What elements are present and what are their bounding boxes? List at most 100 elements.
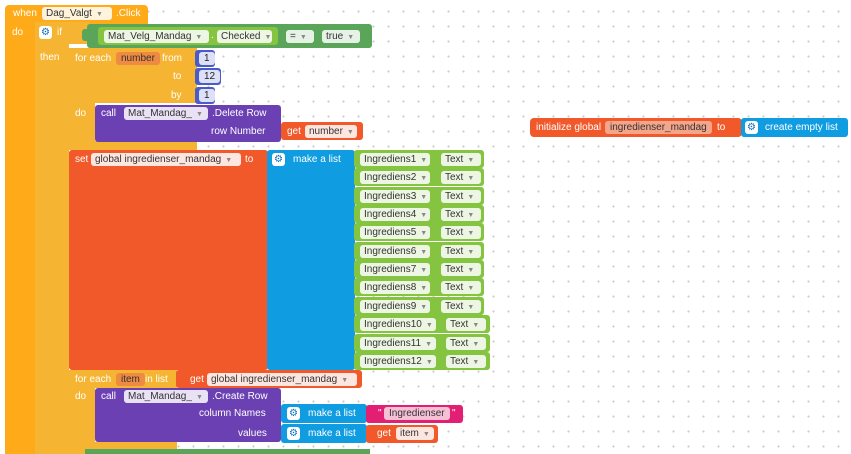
chevron-down-icon: ▼ <box>420 267 428 274</box>
ingredient-property-dropdown[interactable]: Text▼ <box>441 153 481 166</box>
gear-icon[interactable]: ⚙ <box>745 121 758 134</box>
event-block-spine <box>5 22 35 454</box>
variable-dropdown-global-ingredienser[interactable]: global ingredienser_mandag▼ <box>91 153 241 166</box>
number-field-by[interactable]: 1 <box>199 89 215 102</box>
ingredient-component-dropdown[interactable]: Ingrediens9▼ <box>360 300 430 313</box>
chevron-down-icon: ▼ <box>225 157 233 164</box>
values-label: values <box>238 428 267 439</box>
loop-variable-item[interactable]: item <box>116 373 145 386</box>
chevron-down-icon: ▼ <box>467 304 475 311</box>
ingredient-property-dropdown[interactable]: Text▼ <box>441 281 481 294</box>
ingredient-component-dropdown[interactable]: Ingrediens8▼ <box>360 281 430 294</box>
for-list-do-label: do <box>75 391 87 402</box>
ingredient-component-dropdown[interactable]: Ingrediens10▼ <box>360 318 436 331</box>
chevron-down-icon: ▼ <box>420 175 428 182</box>
component-dropdown-dag-valgt[interactable]: Dag_Valgt▼ <box>42 7 112 20</box>
ingredient-component-dropdown[interactable]: Ingrediens3▼ <box>360 190 430 203</box>
chevron-down-icon: ▼ <box>420 249 428 256</box>
ingredient-component-dropdown[interactable]: Ingrediens4▼ <box>360 208 430 221</box>
ingredient-component-dropdown[interactable]: Ingrediens2▼ <box>360 171 430 184</box>
make-a-list-label: make a list <box>308 428 356 439</box>
chevron-down-icon: ▼ <box>425 359 433 366</box>
make-a-list-values-block[interactable] <box>281 424 367 443</box>
chevron-down-icon: ▼ <box>420 194 428 201</box>
ingredient-component-dropdown[interactable]: Ingrediens1▼ <box>360 153 430 166</box>
make-a-list-block[interactable] <box>267 150 355 370</box>
ingredient-property-dropdown[interactable]: Text▼ <box>441 263 481 276</box>
gear-icon[interactable]: ⚙ <box>287 427 300 440</box>
chevron-down-icon: ▼ <box>195 34 203 41</box>
chevron-down-icon: ▼ <box>195 394 203 401</box>
ingredient-property-dropdown[interactable]: Text▼ <box>446 337 486 350</box>
get-label: get <box>287 126 301 137</box>
set-global-block[interactable] <box>69 150 268 370</box>
get-label: get <box>190 374 204 385</box>
chevron-down-icon: ▼ <box>425 322 433 329</box>
quote-open-icon: " <box>378 408 382 419</box>
chevron-down-icon: ▼ <box>341 377 349 384</box>
chevron-down-icon: ▼ <box>299 34 307 41</box>
for-each-label: for each <box>75 53 112 64</box>
gear-icon[interactable]: ⚙ <box>287 407 300 420</box>
global-name-field[interactable]: ingredienser_mandag <box>605 121 712 134</box>
gear-icon[interactable]: ⚙ <box>272 153 285 166</box>
set-to-label: to <box>245 154 254 165</box>
chevron-down-icon: ▼ <box>425 341 433 348</box>
boolean-dropdown-true[interactable]: true▼ <box>322 30 360 43</box>
ingredient-component-dropdown[interactable]: Ingrediens5▼ <box>360 226 430 239</box>
ingredient-component-dropdown[interactable]: Ingrediens7▼ <box>360 263 430 276</box>
chevron-down-icon: ▼ <box>467 194 475 201</box>
component-dropdown-mat-mandag[interactable]: Mat_Mandag_▼ <box>124 107 208 120</box>
make-a-list-label: make a list <box>293 154 341 165</box>
chevron-down-icon: ▼ <box>420 230 428 237</box>
ingredient-property-dropdown[interactable]: Text▼ <box>441 245 481 258</box>
call-label: call <box>101 108 117 119</box>
chevron-down-icon: ▼ <box>346 129 354 136</box>
chevron-down-icon: ▼ <box>467 212 475 219</box>
quote-close-icon: " <box>452 408 456 419</box>
variable-dropdown-item[interactable]: item▼ <box>396 427 434 440</box>
number-field-to[interactable]: 12 <box>199 70 221 83</box>
ingredient-property-dropdown[interactable]: Text▼ <box>446 318 486 331</box>
ingredient-property-dropdown[interactable]: Text▼ <box>441 190 481 203</box>
variable-dropdown-number[interactable]: number▼ <box>305 125 357 138</box>
compare-connector <box>82 29 88 41</box>
make-a-list-columns-block[interactable] <box>281 404 367 423</box>
gear-icon[interactable]: ⚙ <box>39 26 52 39</box>
text-field-ingredienser[interactable]: Ingredienser <box>384 407 450 420</box>
number-field-from[interactable]: 1 <box>199 52 215 65</box>
ingredient-component-dropdown[interactable]: Ingrediens12▼ <box>360 355 436 368</box>
chevron-down-icon: ▼ <box>420 304 428 311</box>
call-label: call <box>101 391 117 402</box>
ingredient-component-dropdown[interactable]: Ingrediens11▼ <box>360 337 436 350</box>
ingredient-property-dropdown[interactable]: Text▼ <box>441 171 481 184</box>
chevron-down-icon: ▼ <box>467 175 475 182</box>
ingredient-property-dropdown[interactable]: Text▼ <box>441 226 481 239</box>
chevron-down-icon: ▼ <box>420 157 428 164</box>
operator-dropdown[interactable]: =▼ <box>286 30 314 43</box>
when-label: when <box>13 8 37 19</box>
chevron-down-icon: ▼ <box>472 322 480 329</box>
chevron-down-icon: ▼ <box>347 34 355 41</box>
chevron-down-icon: ▼ <box>422 431 430 438</box>
chevron-down-icon: ▼ <box>472 341 480 348</box>
component-dropdown-mat-mandag[interactable]: Mat_Mandag_▼ <box>124 390 208 403</box>
dot-separator: . <box>211 30 214 41</box>
create-empty-list-block[interactable] <box>741 118 848 137</box>
create-empty-list-label: create empty list <box>765 122 838 133</box>
event-name-label: .Click <box>116 8 141 19</box>
ingredient-component-dropdown[interactable]: Ingrediens6▼ <box>360 245 430 258</box>
from-label: from <box>162 53 182 64</box>
chevron-down-icon: ▼ <box>264 34 272 41</box>
loop-variable-number[interactable]: number <box>116 52 160 65</box>
ingredient-property-dropdown[interactable]: Text▼ <box>441 208 481 221</box>
column-names-label: column Names <box>199 408 266 419</box>
ingredient-property-dropdown[interactable]: Text▼ <box>446 355 486 368</box>
property-dropdown-checked[interactable]: Checked▼ <box>217 30 272 43</box>
do-label: do <box>12 27 24 38</box>
next-block-edge[interactable] <box>85 449 370 454</box>
component-dropdown-mat-velg-mandag[interactable]: Mat_Velg_Mandag▼ <box>104 30 209 43</box>
row-number-label: row Number <box>211 126 266 137</box>
variable-dropdown-global-ingredienser[interactable]: global ingredienser_mandag▼ <box>207 373 357 386</box>
ingredient-property-dropdown[interactable]: Text▼ <box>441 300 481 313</box>
